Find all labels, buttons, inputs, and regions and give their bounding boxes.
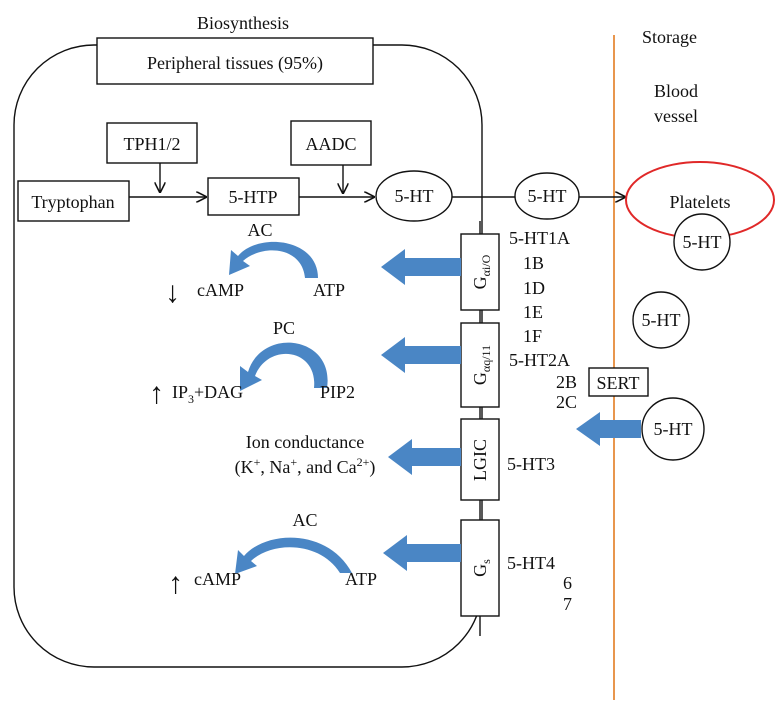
gs-arrow	[383, 535, 461, 571]
ion-list-label: (K+, Na+, and Ca2+)	[235, 455, 376, 478]
sert-label: SERT	[597, 373, 640, 393]
ion-ca: , and Ca	[297, 457, 356, 477]
tryptophan-label: Tryptophan	[31, 192, 114, 212]
sert-uptake-arrow	[576, 412, 641, 446]
ht-free-label: 5-HT	[642, 310, 681, 330]
ht-boundary-label: 5-HT	[528, 186, 567, 206]
subtype-2b: 2B	[556, 372, 577, 392]
ion-k: (K	[235, 457, 254, 478]
blood-label: Blood	[654, 81, 698, 101]
subtype-7: 7	[563, 594, 572, 614]
tph-box	[106, 122, 198, 164]
g-ai-o-sub: αi/O	[479, 254, 493, 276]
decrease-arrow: ↓	[165, 276, 180, 309]
ion-ca-charge: 2+	[357, 455, 370, 469]
ac2-curved-arrow	[235, 537, 352, 574]
peripheral-tissues-label: Peripheral tissues (95%)	[147, 53, 323, 74]
lgic-label: LGIC	[470, 439, 490, 481]
g-ai-o-box	[460, 233, 500, 311]
gs-box	[460, 519, 500, 617]
subtype-1d: 1D	[523, 278, 545, 298]
subtype-5ht2a: 5-HT2A	[509, 350, 570, 370]
pip2-label: PIP2	[320, 382, 355, 402]
ion-close: )	[369, 457, 375, 478]
increase-arrow-1: ↑	[149, 377, 164, 410]
vessel-label: vessel	[654, 106, 698, 126]
peripheral-tissues-box	[96, 37, 374, 85]
g-ai-o-base: G	[470, 276, 490, 289]
g-aq-11-arrow	[381, 337, 461, 373]
g-aq-11-box	[460, 322, 500, 408]
ip3-label: IP3+DAG	[172, 382, 243, 406]
ip3-sub: 3	[188, 392, 194, 406]
subtype-1e: 1E	[523, 302, 543, 322]
g-ai-o-arrow	[381, 249, 461, 285]
ht-free-circle	[632, 291, 690, 349]
gs-label: Gs	[470, 559, 493, 577]
camp1-label: cAMP	[197, 280, 244, 300]
ion-na: , Na	[260, 457, 290, 477]
ion-conductance-label: Ion conductance	[246, 432, 364, 452]
g-aq-11-label: Gαq/11	[470, 345, 493, 385]
ht-sert-label: 5-HT	[654, 419, 693, 439]
subtype-1f: 1F	[523, 326, 542, 346]
subtype-1b: 1B	[523, 253, 544, 273]
ht-platelet-circle	[673, 213, 731, 271]
atp1-label: ATP	[313, 280, 345, 300]
ht-inside-label: 5-HT	[395, 186, 434, 206]
ip3-dag: +DAG	[194, 382, 243, 402]
subtype-5ht4: 5-HT4	[507, 553, 555, 573]
pc-curved-arrow	[240, 342, 328, 391]
ht-sert-circle	[641, 397, 705, 461]
ac1-label: AC	[247, 220, 272, 240]
ht-inside-circle	[375, 170, 453, 222]
sert-box	[588, 367, 649, 397]
ac1-curved-arrow	[229, 241, 318, 278]
pc-label: PC	[273, 318, 295, 338]
gs-sub: s	[479, 559, 493, 564]
g-aq-11-sub: αq/11	[479, 345, 493, 372]
lgic-arrow	[388, 439, 461, 475]
atp2-label: ATP	[345, 569, 377, 589]
ion-k-charge: +	[254, 455, 261, 469]
subtype-6: 6	[563, 573, 572, 593]
ion-na-charge: +	[290, 455, 297, 469]
gs-base: G	[470, 564, 490, 577]
ht-platelet-label: 5-HT	[683, 232, 722, 252]
subtype-5ht3: 5-HT3	[507, 454, 555, 474]
biosynthesis-label: Biosynthesis	[197, 13, 289, 33]
storage-label: Storage	[642, 27, 697, 47]
tryptophan-box	[17, 180, 130, 222]
camp2-label: cAMP	[194, 569, 241, 589]
g-ai-o-label: Gαi/O	[470, 254, 493, 289]
platelets-label: Platelets	[670, 192, 731, 212]
ip3-base: IP	[172, 382, 188, 402]
htp-label: 5-HTP	[229, 187, 278, 207]
tph-label: TPH1/2	[123, 134, 180, 154]
aadc-box	[290, 120, 372, 166]
subtype-2c: 2C	[556, 392, 577, 412]
increase-arrow-2: ↑	[168, 567, 183, 600]
g-aq-11-base: G	[470, 372, 490, 385]
ht-boundary-circle	[514, 172, 580, 220]
aadc-label: AADC	[305, 134, 356, 154]
ac2-label: AC	[292, 510, 317, 530]
subtype-5ht1a: 5-HT1A	[509, 228, 570, 248]
